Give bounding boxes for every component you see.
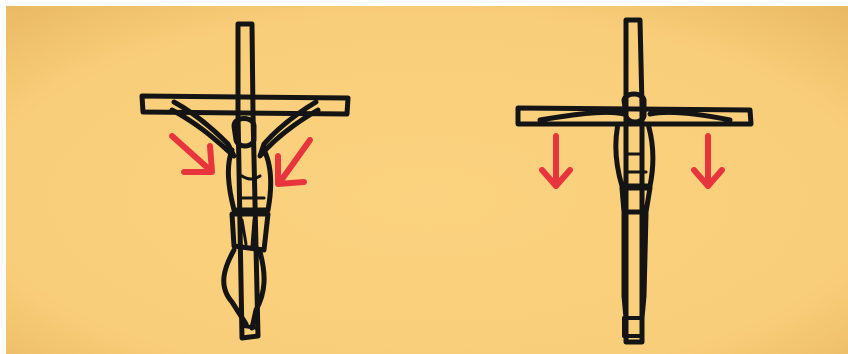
illustration-svg [6, 6, 848, 354]
illustration-panel [6, 6, 848, 354]
background [6, 6, 848, 354]
